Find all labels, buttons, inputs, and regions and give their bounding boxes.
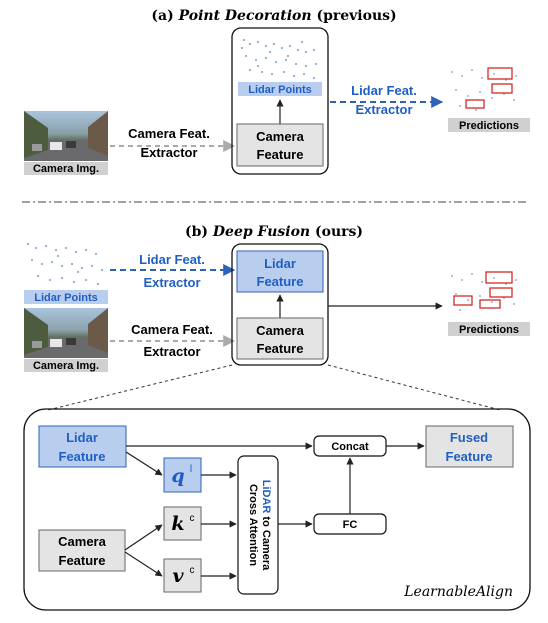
value-superscript: c xyxy=(190,565,195,576)
lidar-feature-label-b-1: Lidar xyxy=(264,256,296,271)
camera-extractor-label-b-2: Extractor xyxy=(143,344,200,359)
fused-feature-box xyxy=(425,425,514,468)
align-camera-feature-label-2: Feature xyxy=(59,553,106,568)
zoom-line-right xyxy=(327,364,501,411)
predictions-image-b: Predictions xyxy=(448,271,530,336)
section-a-title: (a) Point Decoration (previous) xyxy=(151,8,396,24)
camera-feature-label-b-1: Camera xyxy=(256,323,304,338)
camera-extractor-label-a-2: Extractor xyxy=(140,145,197,160)
camera-feature-box-b xyxy=(236,317,324,360)
key-superscript: c xyxy=(190,513,195,524)
learnable-align-panel xyxy=(23,408,531,611)
camera-feature-label-a-1: Camera xyxy=(256,129,304,144)
query-symbol: q xyxy=(171,465,184,487)
learnable-align-title: LearnableAlign xyxy=(403,584,513,600)
align-camera-feature-label-1: Camera xyxy=(58,534,106,549)
lidar-extractor-label-b-2: Extractor xyxy=(143,275,200,290)
camera-feature-label-a-2: Feature xyxy=(257,147,304,162)
svg-text:Predictions: Predictions xyxy=(459,324,519,336)
camera-feature-label-b-2: Feature xyxy=(257,341,304,356)
camera-extractor-label-b-1: Camera Feat. xyxy=(131,322,213,337)
lidar-extractor-label-a-2: Extractor xyxy=(355,102,412,117)
camera-extractor-label-a: Camera Feat. xyxy=(128,126,210,141)
deep-fusion-container xyxy=(231,243,329,366)
align-arrows xyxy=(124,442,425,580)
svg-text:Camera Img.: Camera Img. xyxy=(33,163,99,175)
lidar-points-image-b: Lidar Points xyxy=(24,243,108,304)
lidar-feature-box-b xyxy=(236,250,324,293)
svg-text:Lidar Points: Lidar Points xyxy=(34,292,98,304)
predictions-image-a: Predictions xyxy=(448,67,530,132)
align-lidar-feature-box xyxy=(38,425,127,468)
align-lidar-feature-label-2: Feature xyxy=(59,449,106,464)
camera-image-a: Camera Img. xyxy=(24,111,108,175)
fc-label: FC xyxy=(343,519,358,531)
point-decoration-container xyxy=(231,27,329,175)
fused-feature-label-2: Feature xyxy=(446,449,493,464)
align-lidar-feature-label-1: Lidar xyxy=(66,430,98,445)
camera-image-b: Camera Img. xyxy=(24,308,108,372)
svg-text:Camera Img.: Camera Img. xyxy=(33,360,99,372)
fused-feature-label-1: Fused xyxy=(450,430,488,445)
lidar-feature-label-b-2: Feature xyxy=(257,274,304,289)
cross-attention-label-2: Cross Attention xyxy=(247,484,259,566)
lidar-points-image-a: Lidar Points xyxy=(238,39,322,96)
concat-label: Concat xyxy=(331,441,369,453)
svg-text:Lidar Points: Lidar Points xyxy=(248,84,312,96)
key-symbol: k xyxy=(171,513,184,535)
value-symbol: v xyxy=(172,565,184,587)
section-b-title: (b) Deep Fusion (ours) xyxy=(185,224,363,240)
camera-feature-box-a xyxy=(236,123,324,167)
cross-attention-label-1: LiDAR to Camera xyxy=(260,480,272,571)
zoom-line-left xyxy=(47,364,233,411)
svg-text:Predictions: Predictions xyxy=(459,120,519,132)
align-camera-feature-box xyxy=(38,529,126,572)
lidar-extractor-label-b-1: Lidar Feat. xyxy=(139,252,205,267)
query-superscript: l xyxy=(190,464,192,475)
cross-attention-box xyxy=(237,455,279,595)
lidar-extractor-label-a-1: Lidar Feat. xyxy=(351,83,417,98)
